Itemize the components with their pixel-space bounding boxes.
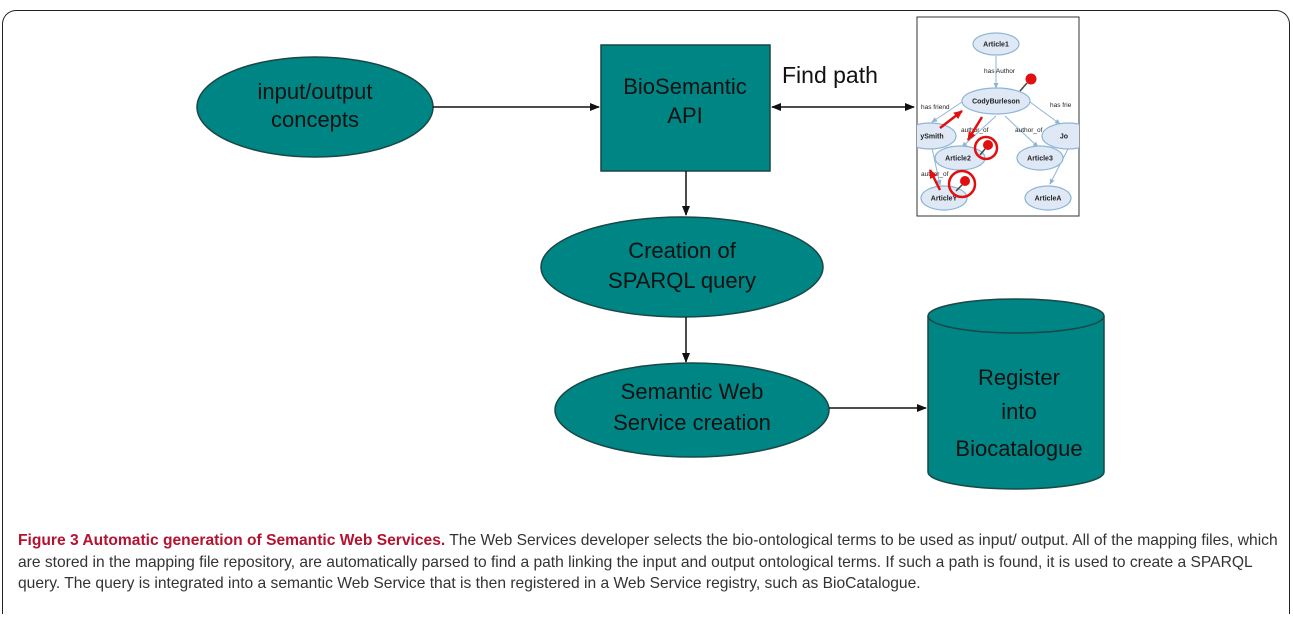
biosemantic-label-1: BioSemantic	[623, 74, 747, 99]
graph-node-ysmith: ySmith	[920, 134, 943, 141]
edge-label-has-friend: has friend	[921, 104, 950, 111]
sparql-label-1: Creation of	[628, 238, 737, 263]
sparql-node: Creation of SPARQL query	[540, 216, 824, 318]
path-graph-image: has Author has friend author_of author_o…	[916, 16, 1080, 217]
input-output-label-1: input/output	[258, 79, 373, 104]
find-path-label: Find path	[782, 62, 878, 88]
sws-node: Semantic Web Service creation	[554, 362, 830, 458]
register-label-2: into	[1001, 399, 1036, 424]
input-output-label-2: concepts	[271, 107, 359, 132]
sws-label-1: Semantic Web	[621, 379, 764, 404]
pin-icon	[955, 176, 970, 192]
graph-node-jo: Jo	[1060, 134, 1068, 141]
biosemantic-label-2: API	[667, 103, 702, 128]
edge-label-author-of-2: author_of	[1015, 127, 1043, 134]
graph-node-article3: Article3	[1027, 156, 1053, 163]
biosemantic-api-node: BioSemantic API	[600, 44, 771, 172]
pin-icon	[1019, 73, 1037, 92]
graph-node-article1: Article1	[983, 42, 1009, 49]
graph-node-article2: Article2	[945, 156, 971, 163]
input-output-node: input/output concepts	[196, 56, 434, 158]
figure-caption: Figure 3 Automatic generation of Semanti…	[18, 530, 1280, 595]
graph-node-articley: ArticleY	[931, 196, 958, 203]
register-node: Register into Biocatalogue	[927, 298, 1105, 490]
caption-text: The Web Services developer selects the b…	[18, 532, 1278, 592]
diagram: input/output concepts BioSemantic API Fi…	[196, 16, 1105, 490]
edge-label-has-friend-right: has frie	[1050, 102, 1072, 109]
graph-node-cody: CodyBurleson	[972, 99, 1020, 106]
graph-node-articlea: ArticleA	[1035, 196, 1062, 203]
sparql-label-2: SPARQL query	[608, 268, 756, 293]
edge-label-has-author: has Author	[984, 68, 1016, 75]
caption-label: Figure 3 Automatic generation of Semanti…	[18, 532, 446, 549]
register-label-1: Register	[978, 365, 1060, 390]
register-label-3: Biocatalogue	[955, 436, 1082, 461]
pin-icon	[979, 140, 993, 156]
sws-label-2: Service creation	[613, 410, 771, 435]
figure-frame	[2, 10, 1290, 614]
